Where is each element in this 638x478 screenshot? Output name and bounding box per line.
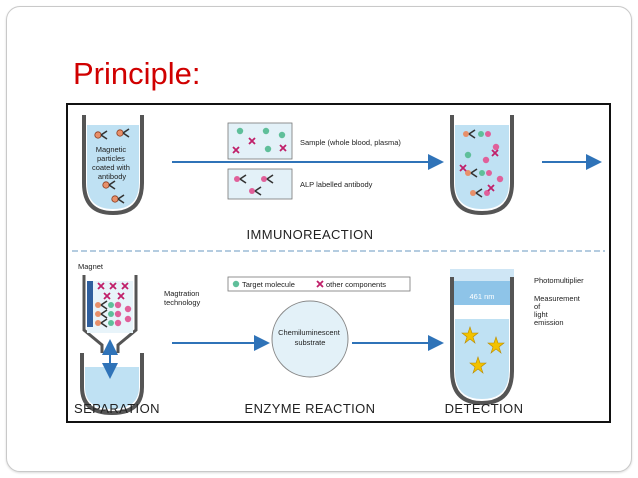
- substrate-circle: Chemiluminescent substrate: [271, 300, 349, 378]
- antibody-particle: [94, 130, 108, 140]
- light-emission-star: [461, 326, 479, 344]
- magnet-bar: [87, 281, 93, 327]
- detection-caption: DETECTION: [445, 401, 524, 416]
- particles-label: Magnetic particles coated with antibody: [92, 145, 132, 181]
- antibody-particle: [116, 128, 130, 138]
- sample-box: [227, 122, 293, 160]
- photomultiplier-label: Photomultiplier: [534, 276, 584, 285]
- target-legend-swatch: [232, 280, 240, 288]
- separation-caption: SEPARATION: [74, 401, 160, 416]
- legend: Target molecule other components: [227, 276, 411, 292]
- antibody-particle: [102, 180, 116, 190]
- alp-antibody-box: [227, 168, 293, 200]
- measurement-label: Measurement of light emission: [534, 294, 582, 327]
- magnet-label: Magnet: [78, 262, 104, 271]
- principle-figure: Magnetic particles coated with antibody …: [66, 103, 611, 423]
- initial-tube: Magnetic particles coated with antibody: [82, 115, 144, 216]
- target-legend-label: Target molecule: [242, 280, 295, 289]
- other-legend-label: other components: [326, 280, 386, 289]
- separation-tube: [80, 275, 144, 416]
- enzyme-reaction-caption: ENZYME REACTION: [245, 401, 376, 416]
- sample-label: Sample (whole blood, plasma): [300, 138, 401, 147]
- light-emission-star: [487, 336, 505, 354]
- light-emission-star: [469, 356, 487, 374]
- slide-title: Principle:: [73, 56, 201, 91]
- svg-text:Chemiluminescent substra: Chemiluminescent substrate: [278, 328, 342, 347]
- alp-label: ALP labelled antibody: [300, 180, 373, 189]
- reaction-tube: [450, 115, 514, 216]
- immunoreaction-caption: IMMUNOREACTION: [247, 227, 374, 242]
- antibody-particle: [111, 194, 125, 204]
- magtration-label: Magtration technology: [164, 289, 202, 307]
- wavelength-label: 461 nm: [469, 292, 494, 301]
- detection-tube: 461 nm: [450, 269, 514, 406]
- other-legend-swatch: [316, 280, 324, 288]
